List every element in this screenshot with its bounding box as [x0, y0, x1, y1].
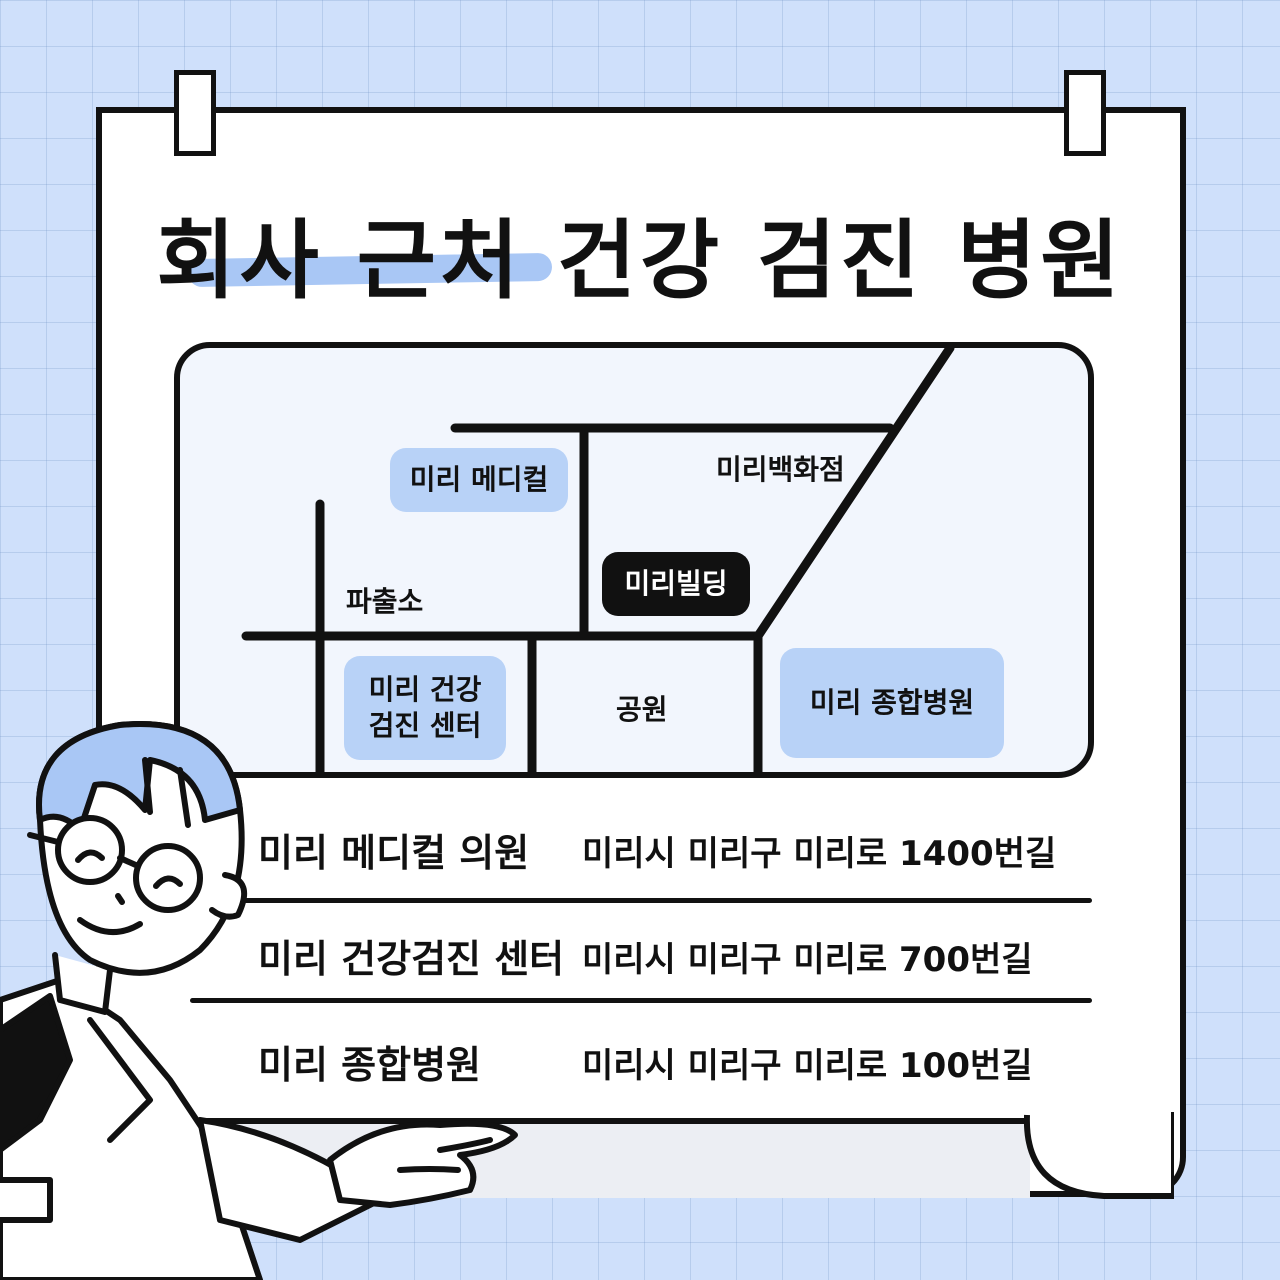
- page-title: 회사 근처 건강 검진 병원: [156, 211, 1124, 311]
- map-roads: [241, 348, 955, 772]
- map-label-health-center: 미리 건강 검진 센터: [344, 656, 506, 760]
- map-label-general-hospital: 미리 종합병원: [780, 648, 1004, 758]
- title-block: 회사 근처 건강 검진 병원: [0, 190, 1280, 315]
- list-item: 미리 건강검진 센터 미리시 미리구 미리로 700번길: [258, 928, 1098, 988]
- doctor-character-icon: [0, 721, 518, 1280]
- hospital-name: 미리 종합병원: [258, 1043, 481, 1087]
- tape-left: [174, 70, 216, 156]
- hospital-name: 미리 건강검진 센터: [258, 937, 565, 981]
- map-label-police-box: 파출소: [346, 585, 424, 618]
- map-label-miri-building: 미리빌딩: [602, 552, 750, 616]
- divider-1: [240, 898, 1092, 903]
- paper-curl-icon: [1024, 1112, 1174, 1199]
- list-item: 미리 종합병원 미리시 미리구 미리로 100번길: [258, 1034, 1098, 1094]
- hospital-name: 미리 메디컬 의원: [258, 831, 530, 875]
- road-diagonal: [753, 348, 955, 641]
- hospital-address: 미리시 미리구 미리로 1400번길: [582, 834, 1057, 874]
- hospital-address: 미리시 미리구 미리로 700번길: [582, 940, 1033, 980]
- list-item: 미리 메디컬 의원 미리시 미리구 미리로 1400번길: [258, 822, 1098, 882]
- map-label-miri-medical: 미리 메디컬: [390, 448, 568, 512]
- map-label-park: 공원: [616, 693, 668, 726]
- map-label-department-store: 미리백화점: [716, 453, 845, 486]
- map: 미리 메디컬 미리백화점 파출소 미리빌딩 미리 건강 검진 센터 공원 미리 …: [174, 342, 1094, 778]
- divider-2: [190, 998, 1092, 1003]
- hospital-address: 미리시 미리구 미리로 100번길: [582, 1046, 1033, 1086]
- tape-right: [1064, 70, 1106, 156]
